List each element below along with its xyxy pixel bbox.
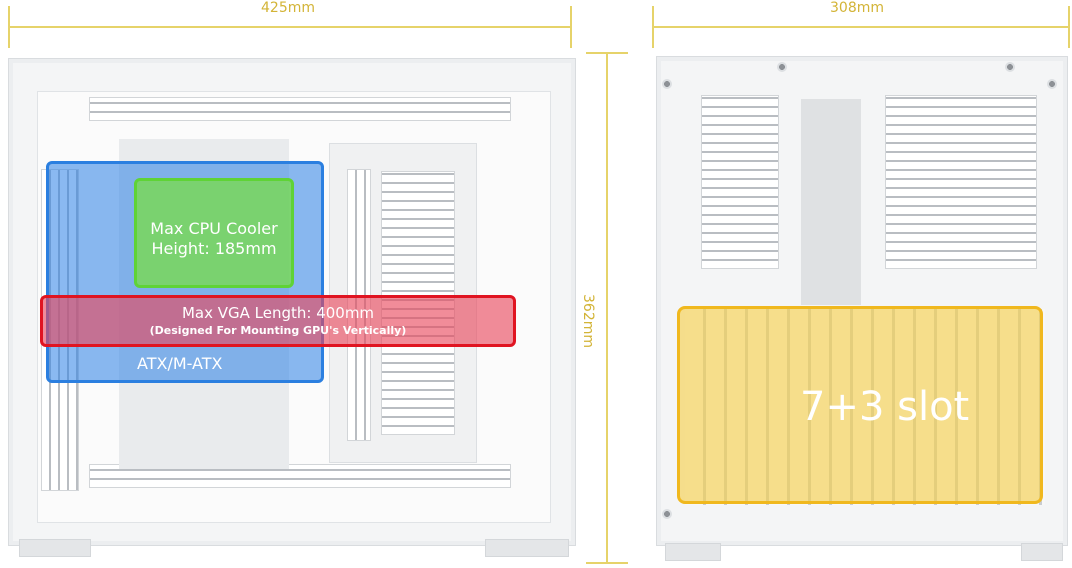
dimension-label-width-left: 425mm: [255, 0, 321, 16]
case-foot-right: [485, 539, 569, 557]
psu-vent: [885, 95, 1037, 269]
dimension-tick: [1068, 6, 1070, 48]
dimension-tick: [586, 562, 628, 564]
dimension-tick: [570, 6, 572, 48]
dimension-tick: [8, 6, 10, 48]
motherboard-label: ATX/M-ATX: [137, 354, 223, 373]
rear-fan-vent: [701, 95, 779, 269]
cpu-cooler-label-line1: Max CPU Cooler: [150, 219, 278, 238]
vga-label-line1: Max VGA Length: 400mm: [181, 304, 375, 322]
dimension-line: [8, 26, 572, 28]
dimension-line: [606, 52, 608, 564]
dimension-tick: [586, 52, 628, 54]
dimension-tick: [652, 6, 654, 48]
dimension-label-width-right: 308mm: [824, 0, 890, 16]
io-shield: [801, 99, 861, 305]
slots-label: 7+3 slot: [800, 384, 970, 430]
case-foot-left: [19, 539, 91, 557]
vga-length-overlay: Max VGA Length: 400mm (Designed For Moun…: [40, 295, 516, 347]
vga-label-line2: (Designed For Mounting GPU's Vertically): [149, 324, 407, 337]
screw: [662, 509, 672, 519]
expansion-slots-overlay: 7+3 slot: [677, 306, 1043, 504]
screw: [662, 79, 672, 89]
dimension-line: [652, 26, 1070, 28]
top-vent: [89, 97, 511, 121]
case-foot-right: [1021, 543, 1063, 561]
screw: [777, 62, 787, 72]
cpu-cooler-overlay: Max CPU Cooler Height: 185mm: [134, 178, 294, 288]
screw: [1047, 79, 1057, 89]
cpu-cooler-label-line2: Height: 185mm: [151, 239, 277, 258]
dimension-label-height: 362mm: [580, 290, 596, 352]
screw: [1005, 62, 1015, 72]
case-foot-left: [665, 543, 721, 561]
